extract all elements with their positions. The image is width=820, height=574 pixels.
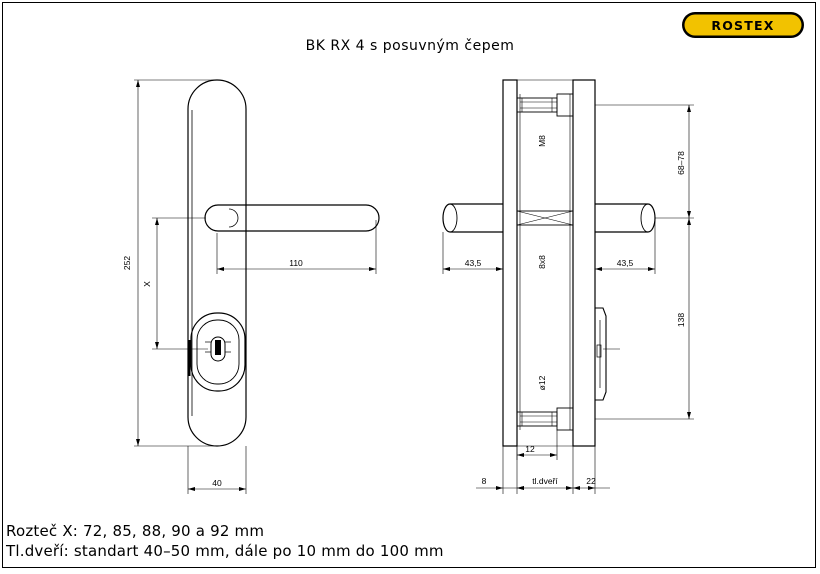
lever-handle [204,204,380,232]
dim-plate-thickness: 8 [482,476,487,486]
dim-offset: 12 [525,444,535,454]
side-view [442,79,694,494]
note-door-thickness: Tl.dveří: standart 40–50 mm, dále po 10 … [6,542,444,560]
dim-handle-length: 110 [289,258,303,268]
dim-outer-thickness: 22 [586,476,596,486]
right-handle [595,203,656,233]
dim-left-projection: 43,5 [465,258,482,268]
dim-door-thickness: tl.dveří [532,476,558,486]
dim-height: 252 [122,256,132,270]
left-handle [442,203,503,233]
logo-text: ROSTEX [711,18,774,33]
rostex-logo: ROSTEX [682,12,804,38]
dim-range: 68–78 [676,151,686,175]
drawing-frame [2,2,816,568]
square-spindle [516,210,574,226]
dim-square-spindle: 8x8 [537,255,547,269]
dim-bolt-thread: M8 [537,135,547,147]
keyhole [210,336,226,362]
left-plate [502,79,518,447]
front-view [134,79,380,494]
logo-badge [684,14,802,36]
dim-bolt-diameter: ø12 [537,375,547,390]
dim-spacing: X [142,281,152,287]
dim-right-projection: 43,5 [617,258,634,268]
right-plate [572,79,596,447]
top-bolt [516,97,558,113]
note-spacing: Rozteč X: 72, 85, 88, 90 a 92 mm [6,522,265,540]
dim-distance: 138 [676,313,686,327]
dim-width: 40 [212,478,222,488]
drawing-title: BK RX 4 s posuvným čepem [305,38,515,54]
cylinder-plate [595,307,607,401]
bottom-bolt [516,411,558,427]
cylinder-escutcheon [190,312,246,392]
notes: Rozteč X: 72, 85, 88, 90 a 92 mm Tl.dveř… [6,521,444,561]
